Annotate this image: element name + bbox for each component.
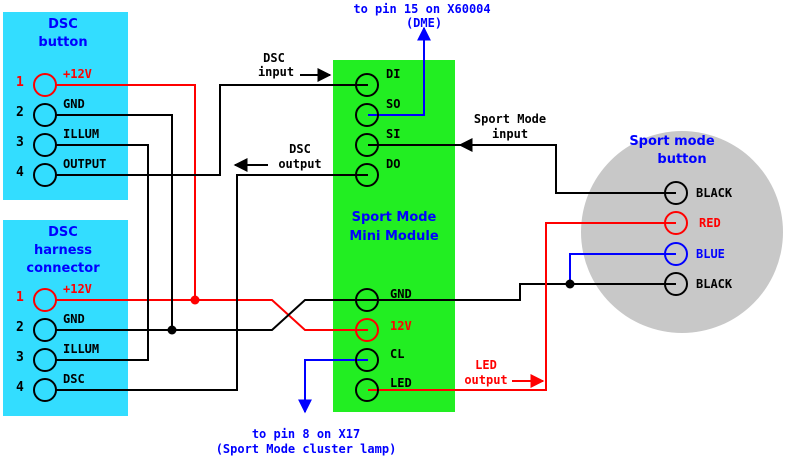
wire-dsc-output [56, 174, 368, 391]
sport-pin-black2-connector [664, 272, 688, 296]
dsc-harness-pin3-connector [33, 348, 57, 372]
dsc-button-pin3-label: ILLUM [63, 127, 99, 141]
led-output-note-line2: output [464, 373, 507, 387]
dme-note-line1: to pin 15 on X60004 [353, 2, 490, 16]
x17-note-line1: to pin 8 on X17 [252, 427, 360, 441]
module-pin-di-label: DI [386, 67, 400, 81]
dsc-button-pin2-label: GND [63, 97, 85, 111]
junction-sport-gnd [565, 279, 575, 289]
dsc-harness-pin1-num: 1 [16, 290, 24, 305]
module-box [333, 60, 455, 412]
dsc-harness-pin1-connector [33, 288, 57, 312]
module-pin-di-connector [355, 73, 379, 97]
dsc-button-pin1-label: +12V [63, 67, 92, 81]
dsc-harness-pin2-label: GND [63, 312, 85, 326]
sport-pin-black1-connector [664, 181, 688, 205]
dsc-harness-pin4-connector [33, 378, 57, 402]
sport-input-note-line1: Sport Mode [474, 112, 546, 126]
dsc-button-pin4-connector [33, 163, 57, 187]
dme-note-line2: (DME) [406, 16, 442, 30]
wire-sport-gnd [368, 283, 676, 301]
junction-12v [190, 295, 200, 305]
module-pin-do-label: DO [386, 157, 400, 171]
wire-gnd-button [56, 114, 173, 330]
dsc-harness-pin3-num: 3 [16, 350, 24, 365]
module-pin-12v-label: 12V [390, 319, 412, 333]
dsc-button-pin2-num: 2 [16, 105, 24, 120]
dsc-harness-pin3-label: ILLUM [63, 342, 99, 356]
dsc-button-title-1: DSC [48, 17, 78, 32]
dsc-button-pin3-connector [33, 133, 57, 157]
dsc-input-note-line2: input [258, 65, 294, 79]
module-title-1: Sport Mode [352, 210, 437, 225]
dsc-harness-pin1-label: +12V [63, 282, 92, 296]
sport-pin-black2-label: BLACK [696, 277, 733, 291]
sport-button-title-1: Sport mode [629, 134, 715, 149]
module-pin-si-label: SI [386, 127, 400, 141]
module-pin-si-connector [355, 133, 379, 157]
dsc-harness-title-1: DSC [48, 225, 78, 240]
sport-pin-blue-connector [664, 242, 688, 266]
x17-note-line2: (Sport Mode cluster lamp) [216, 442, 397, 456]
module-pin-led-label: LED [390, 376, 412, 390]
wire-illum [56, 144, 149, 361]
module-pin-12v-connector [355, 318, 379, 342]
sport-pin-red-connector [664, 211, 688, 235]
sport-pin-blue-label: BLUE [696, 247, 725, 261]
dsc-harness-pin4-num: 4 [16, 380, 24, 395]
wire-gnd-harness [56, 299, 368, 331]
dsc-harness-title-3: connector [26, 261, 100, 276]
dsc-button-pin4-label: OUTPUT [63, 157, 106, 171]
dsc-button-pin3-num: 3 [16, 135, 24, 150]
module-pin-so-label: SO [386, 97, 400, 111]
sport-button-title-2: button [657, 152, 706, 167]
dsc-button-pin2-connector [33, 103, 57, 127]
led-output-note-line1: LED [475, 358, 497, 372]
module-title-2: Mini Module [349, 229, 439, 244]
wire-12v-button [56, 84, 196, 300]
dsc-output-note-line1: DSC [289, 142, 311, 156]
wire-sport-blue [569, 253, 676, 284]
dsc-input-note-line1: DSC [263, 51, 285, 65]
dsc-button-pin1-num: 1 [16, 75, 24, 90]
dsc-button-title-2: button [38, 35, 87, 50]
dsc-harness-box [3, 220, 128, 416]
dsc-button-pin1-connector [33, 73, 57, 97]
dsc-harness-pin4-label: DSC [63, 372, 85, 386]
wire-dme [368, 26, 431, 116]
module-pin-do-connector [355, 163, 379, 187]
module-pin-cl-connector [355, 348, 379, 372]
dsc-button-box [3, 12, 128, 200]
dsc-harness-pin2-num: 2 [16, 320, 24, 335]
wire-led [368, 222, 676, 391]
dsc-harness-title-2: harness [34, 243, 92, 258]
dsc-output-note-line2: output [278, 157, 321, 171]
sport-pin-red-label: RED [699, 216, 721, 230]
module-pin-gnd-connector [355, 288, 379, 312]
dsc-button-pin4-num: 4 [16, 165, 24, 180]
module-pin-so-connector [355, 103, 379, 127]
sport-pin-black1-label: BLACK [696, 186, 733, 200]
wire-dsc-input [56, 84, 368, 176]
junction-gnd [167, 325, 177, 335]
module-pin-led-connector [355, 378, 379, 402]
dsc-harness-pin2-connector [33, 318, 57, 342]
module-pin-cl-label: CL [390, 347, 404, 361]
sport-input-note-line2: input [492, 127, 528, 141]
module-pin-gnd-label: GND [390, 287, 412, 301]
wire-cluster-lamp [298, 359, 368, 414]
